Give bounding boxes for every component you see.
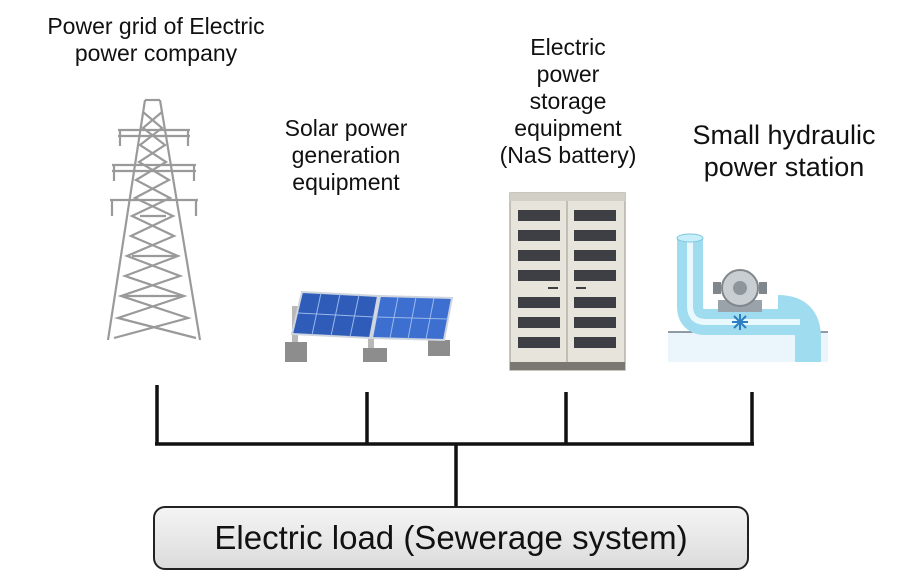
hydro-label-line-2: power station xyxy=(703,151,865,182)
grid-label-line-2: power company xyxy=(74,39,238,66)
solar-label-line-2: generation xyxy=(291,141,401,168)
electric-load-label: Electric load (Sewerage system) xyxy=(214,519,688,556)
storage-label-line-4: equipment xyxy=(514,114,622,141)
hydro-label-line-1: Small hydraulic xyxy=(692,120,876,150)
grid-label-line-1: Power grid of Electric xyxy=(47,13,265,39)
connection-bus xyxy=(155,385,754,506)
solar-panel-icon xyxy=(285,290,454,362)
storage-label-line-3: storage xyxy=(529,87,607,114)
storage-label-line-5: (NaS battery) xyxy=(499,141,637,168)
grid-label: Power grid of Electric power company xyxy=(8,13,304,67)
solar-label: Solar power generation equipment xyxy=(258,115,434,196)
electric-load-box: Electric load (Sewerage system) xyxy=(153,506,749,570)
storage-label-line-2: power xyxy=(536,60,600,87)
storage-label: Electric power storage equipment (NaS ba… xyxy=(474,34,662,169)
battery-cabinet-icon xyxy=(509,192,626,371)
hydro-label: Small hydraulic power station xyxy=(668,120,900,183)
storage-label-line-1: Electric xyxy=(530,34,606,60)
solar-label-line-1: Solar power xyxy=(284,115,408,141)
hydraulic-turbine-icon xyxy=(668,233,828,362)
solar-label-line-3: equipment xyxy=(292,168,400,195)
transmission-tower-icon xyxy=(106,98,202,341)
